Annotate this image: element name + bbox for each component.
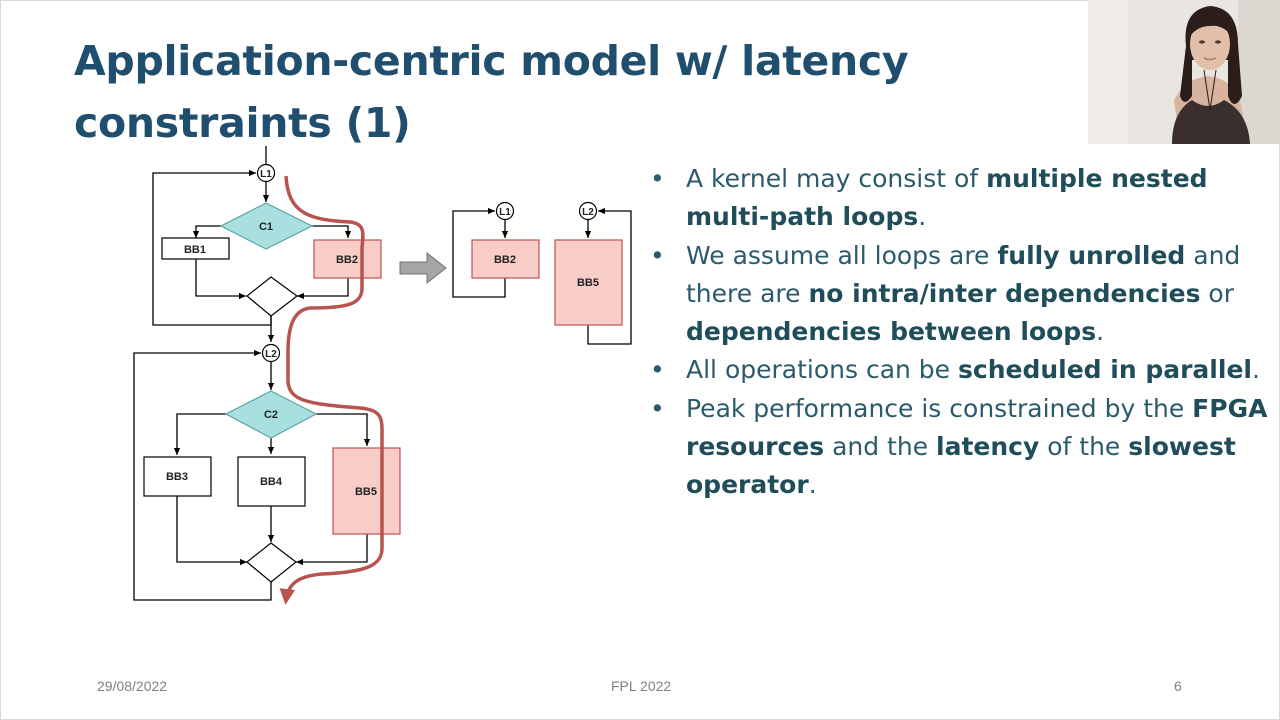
footer-page-number: 6 xyxy=(1174,678,1182,694)
bullet-item: • All operations can be scheduled in para… xyxy=(650,351,1270,389)
reduced-loop-node-l2: L2 xyxy=(578,201,598,221)
bullet-emphasis: FPGA resources xyxy=(686,393,1268,462)
edge-c2-bb3 xyxy=(173,413,226,455)
bullet-item: • A kernel may consist of multiple nested… xyxy=(650,160,1270,237)
loop-l2-label: L2 xyxy=(265,349,277,360)
loop-node-l1: L1 xyxy=(256,163,276,183)
edge-c1-bb1 xyxy=(192,225,221,238)
bullet-list: • A kernel may consist of multiple nested… xyxy=(650,160,1270,505)
edge-reduced-loop2-back xyxy=(587,207,632,345)
reduced-loop-2 xyxy=(584,207,632,345)
reduced-l2-label: L2 xyxy=(582,207,594,218)
loop-node-l2: L2 xyxy=(261,343,281,363)
bullet-text: of the xyxy=(1039,432,1129,462)
cond-c2-label: C2 xyxy=(264,409,278,421)
footer-date: 29/08/2022 xyxy=(97,678,168,694)
bullet-emphasis: latency xyxy=(936,432,1040,462)
reduced-block-bb5: BB5 xyxy=(554,239,623,326)
merge-node-2 xyxy=(246,542,297,583)
bb3-label: BB3 xyxy=(166,471,188,483)
slide-title-line-1: Application-centric model w/ latency xyxy=(74,37,909,85)
presenter-webcam xyxy=(1088,0,1280,144)
block-bb1: BB1 xyxy=(161,237,230,260)
bb1-label: BB1 xyxy=(184,244,206,256)
bb2-label: BB2 xyxy=(336,254,358,266)
edge-c2-bb5 xyxy=(316,413,371,446)
loop-l1-label: L1 xyxy=(260,169,272,180)
edge-bb3-merge2 xyxy=(176,496,247,566)
slide-title: Application-centric model w/ latency con… xyxy=(74,30,1074,154)
bullet-text: and the xyxy=(824,432,937,462)
bullet-emphasis: fully unrolled xyxy=(997,240,1186,270)
reduced-bb5-label: BB5 xyxy=(577,277,599,289)
block-bb5: BB5 xyxy=(332,447,401,535)
bullet-text: We assume all loops are xyxy=(686,240,998,270)
bullet-item: •We assume all loops are fully unrolled … xyxy=(650,237,1270,352)
reduced-loop-node-l1: L1 xyxy=(495,201,515,221)
bullet-text: or xyxy=(1200,278,1235,308)
reduced-l1-label: L1 xyxy=(499,207,511,218)
decision-node-c2: C2 xyxy=(224,390,318,439)
bullet-item: •Peak performance is constrained by the … xyxy=(650,390,1270,505)
bullet-text: . xyxy=(1251,355,1260,385)
presenter-video-image xyxy=(1088,0,1280,144)
cond-c1-label: C1 xyxy=(259,221,273,233)
bullet-text: and there are xyxy=(686,240,1241,308)
block-bb4: BB4 xyxy=(237,456,306,507)
bullet-emphasis: scheduled in parallel xyxy=(958,355,1252,385)
reduced-loop-1 xyxy=(452,207,509,298)
bullet-text: . xyxy=(1096,317,1105,347)
critical-path-arrow xyxy=(279,175,384,605)
footer-conference: FPL 2022 xyxy=(611,678,672,694)
bullet-emphasis: multiple nested multi-path loops xyxy=(686,164,1208,232)
edge-bb2-merge1 xyxy=(297,278,349,300)
bullet-text: A kernel may consist of xyxy=(686,164,987,193)
block-bb3: BB3 xyxy=(143,456,212,497)
bb5-label: BB5 xyxy=(355,486,377,498)
transform-arrow xyxy=(399,251,447,285)
bb4-label: BB4 xyxy=(260,476,283,488)
edge-c1-bb2 xyxy=(312,225,352,238)
bullet-marker: • xyxy=(650,240,665,270)
merge-node-1 xyxy=(246,276,299,317)
reduced-bb2-label: BB2 xyxy=(494,254,516,266)
bullet-text: All operations can be xyxy=(686,355,958,385)
bullet-marker: • xyxy=(650,355,665,385)
edge-bb1-merge1 xyxy=(195,259,246,300)
edge-loop2-back xyxy=(133,349,272,601)
reduced-block-bb2: BB2 xyxy=(471,239,540,279)
bullet-text: . xyxy=(918,202,927,232)
bullet-marker: • xyxy=(650,393,665,423)
decision-node-c1: C1 xyxy=(219,202,314,250)
bullet-emphasis: dependencies between loops xyxy=(686,317,1097,347)
edge-bb5-merge2 xyxy=(296,534,368,566)
bullet-text: Peak performance is constrained by the xyxy=(686,393,1193,423)
block-bb2: BB2 xyxy=(313,239,382,279)
bullet-text: . xyxy=(808,470,817,500)
bullet-emphasis: no intra/inter dependencies xyxy=(808,278,1201,308)
bullet-emphasis: slowest operator xyxy=(686,432,1236,500)
bullet-marker: • xyxy=(650,164,665,193)
slide-title-line-2: constraints (1) xyxy=(74,99,411,147)
edge-reduced-loop1-back xyxy=(452,207,506,298)
cfg-edges xyxy=(133,146,371,601)
